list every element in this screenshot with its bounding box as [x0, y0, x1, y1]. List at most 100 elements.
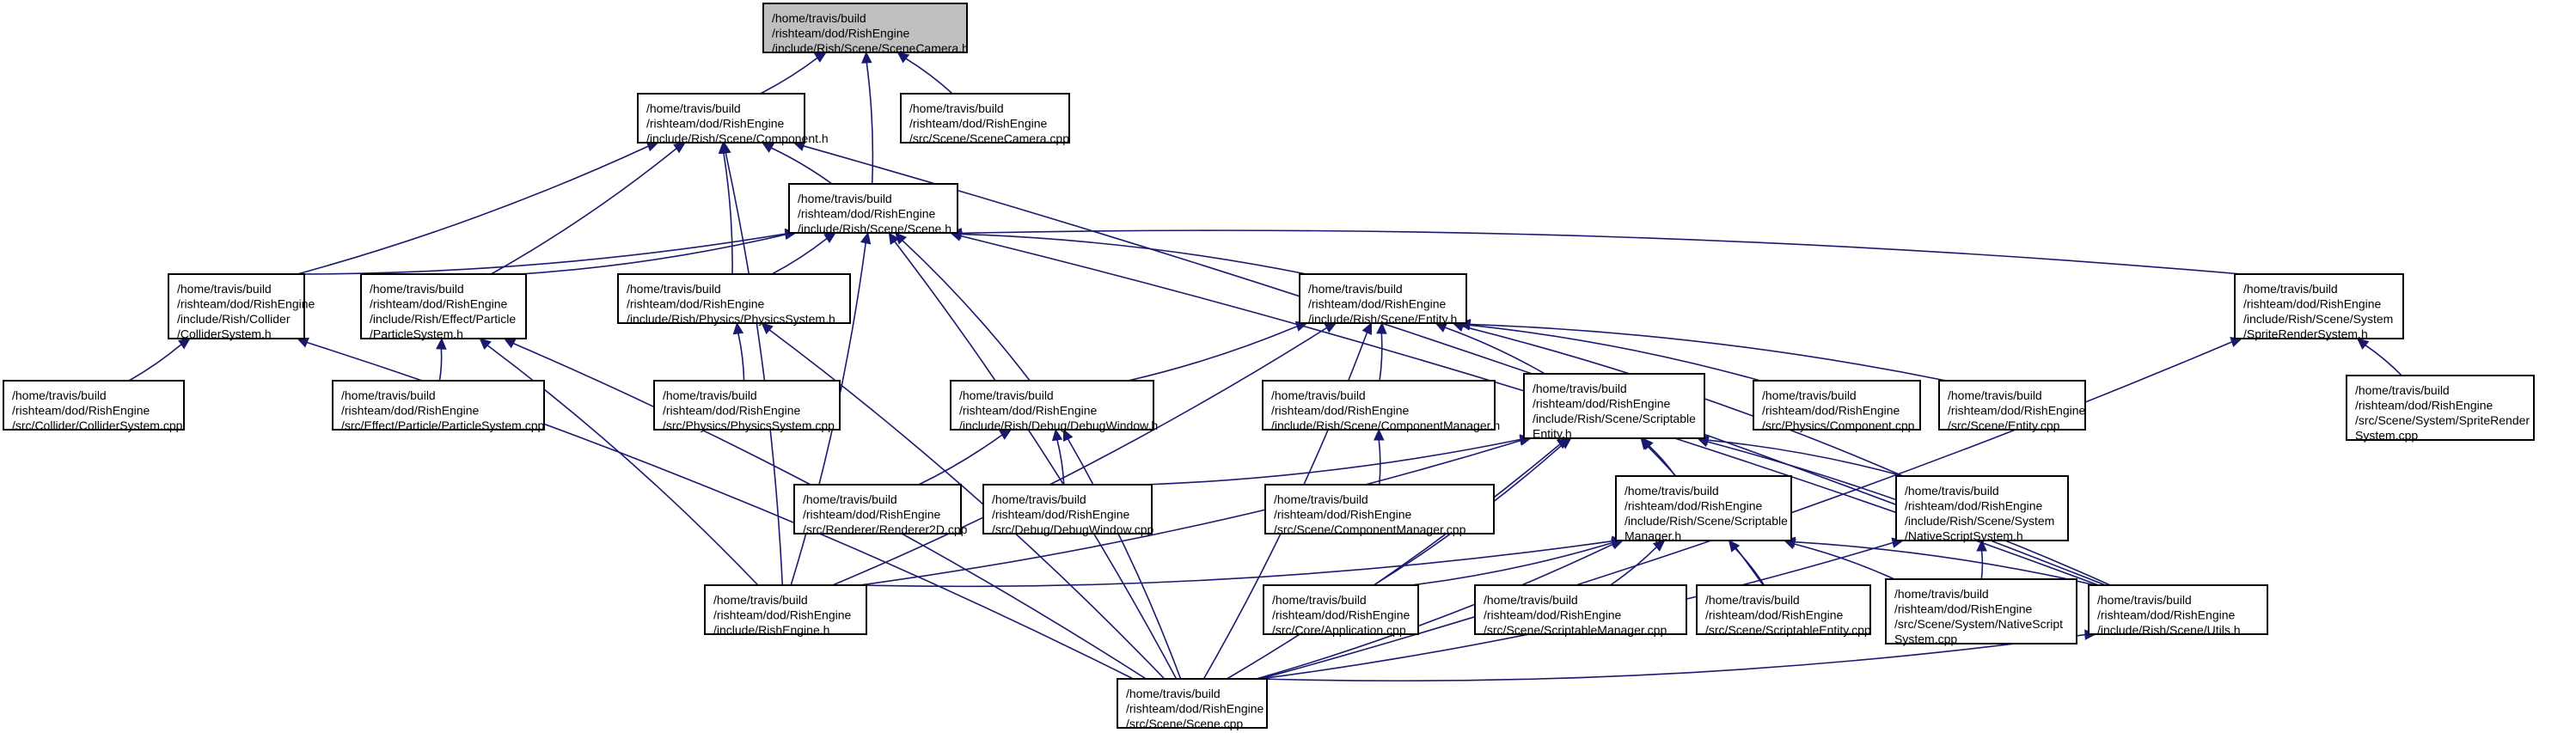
edge-physics-component-cpp-to-entity-h	[1458, 320, 1761, 382]
arrowhead	[861, 51, 872, 64]
node-collidersystem-h[interactable]: /home/travis/build/rishteam/dod/RishEngi…	[168, 273, 315, 341]
node-box	[1895, 475, 2069, 541]
node-label-line: /src/Scene/ScriptableEntity.cpp	[1705, 623, 1871, 637]
node-componentmanager-cpp[interactable]: /home/travis/build/rishteam/dod/RishEngi…	[1264, 484, 1495, 536]
node-physicssystem-h[interactable]: /home/travis/build/rishteam/dod/RishEngi…	[617, 273, 851, 326]
node-label-line: /rishteam/dod/RishEngine	[992, 508, 1130, 522]
node-box	[704, 584, 867, 635]
node-spriterendersystem-cpp[interactable]: /home/travis/build/rishteam/dod/RishEngi…	[2346, 375, 2535, 443]
node-label-line: /rishteam/dod/RishEngine	[1705, 608, 1844, 622]
node-physics-component-cpp[interactable]: /home/travis/build/rishteam/dod/RishEngi…	[1753, 380, 1921, 432]
node-box	[950, 380, 1154, 431]
node-box	[1938, 380, 2086, 431]
node-debugwindow-cpp[interactable]: /home/travis/build/rishteam/dod/RishEngi…	[982, 484, 1154, 536]
node-scriptablemanager-cpp[interactable]: /home/travis/build/rishteam/dod/RishEngi…	[1474, 584, 1687, 637]
node-box	[653, 380, 841, 431]
node-scene-cpp[interactable]: /home/travis/build/rishteam/dod/RishEngi…	[1117, 678, 1268, 730]
node-particlesystem-cpp[interactable]: /home/travis/build/rishteam/dod/RishEngi…	[332, 380, 545, 432]
node-componentmanager-h[interactable]: /home/travis/build/rishteam/dod/RishEngi…	[1262, 380, 1500, 432]
node-label-line: /home/travis/build	[772, 11, 866, 25]
arrowhead	[1556, 437, 1569, 449]
edge-scriptablemanager-cpp-to-scriptablemanager-h	[1610, 540, 1666, 586]
node-label-line: /home/travis/build	[370, 282, 464, 296]
node-scriptableentity-cpp[interactable]: /home/travis/build/rishteam/dod/RishEngi…	[1696, 584, 1871, 637]
edge-scene-cpp-to-debugwindow-h	[1062, 428, 1182, 680]
edge-componentmanager-h-to-entity-h	[1376, 321, 1387, 382]
edge-scene-cpp-to-scriptableentity-h	[1226, 437, 1569, 680]
node-label-line: /src/Renderer/Renderer2D.cpp	[803, 522, 968, 536]
node-label-line: Manager.h	[1625, 529, 1681, 543]
edge-componentmanager-cpp-to-componentmanager-h	[1374, 428, 1385, 486]
node-box	[1696, 584, 1871, 635]
node-label-line: /rishteam/dod/RishEngine	[1625, 499, 1763, 513]
nodes-layer: /home/travis/build/rishteam/dod/RishEngi…	[3, 3, 2535, 730]
node-label-line: /src/Debug/DebugWindow.cpp	[992, 522, 1154, 536]
node-label-line: /rishteam/dod/RishEngine	[1308, 297, 1447, 311]
node-label-line: /rishteam/dod/RishEngine	[1272, 608, 1410, 622]
arrowhead	[720, 141, 731, 155]
node-label-line: /rishteam/dod/RishEngine	[1533, 397, 1671, 411]
node-label-line: /include/Rish/Scene/ComponentManager.h	[1271, 418, 1500, 432]
arrowhead	[1376, 321, 1387, 334]
node-label-line: /src/Scene/System/NativeScript	[1894, 617, 2063, 631]
node-rishengine-h[interactable]: /home/travis/build/rishteam/dod/RishEngi…	[704, 584, 867, 637]
node-scene-h[interactable]: /home/travis/build/rishteam/dod/RishEngi…	[788, 183, 958, 235]
node-utils-h[interactable]: /home/travis/build/rishteam/dod/RishEngi…	[2088, 584, 2268, 637]
edge-renderer2d-cpp-to-debugwindow-h	[918, 429, 1013, 486]
node-label-line: /src/Scene/Scene.cpp	[1126, 717, 1243, 730]
node-label-line: /src/Physics/Component.cpp	[1762, 418, 1915, 432]
arrowhead	[673, 142, 686, 154]
node-component-h[interactable]: /home/travis/build/rishteam/dod/RishEngi…	[637, 93, 829, 145]
edge-physicssystem-cpp-to-physicssystem-h	[732, 321, 745, 382]
node-label-line: Entity.h	[1533, 427, 1572, 441]
node-label-line: /home/travis/build	[992, 492, 1086, 506]
node-spriterendersystem-h[interactable]: /home/travis/build/rishteam/dod/RishEngi…	[2234, 273, 2404, 341]
node-nativescriptsystem-h[interactable]: /home/travis/build/rishteam/dod/RishEngi…	[1895, 475, 2069, 543]
node-label-line: /home/travis/build	[2097, 593, 2192, 607]
node-label-line: /SpriteRenderSystem.h	[2243, 327, 2368, 341]
edge-rishengine-h-to-particlesystem-h	[479, 338, 759, 586]
node-entity-h[interactable]: /home/travis/build/rishteam/dod/RishEngi…	[1299, 273, 1467, 326]
node-application-cpp[interactable]: /home/travis/build/rishteam/dod/RishEngi…	[1263, 584, 1419, 637]
node-label-line: /include/Rish/Scene/Entity.h	[1308, 312, 1457, 326]
node-label-line: /home/travis/build	[1905, 484, 1999, 498]
edge-scriptableentity-h-to-entity-h	[1435, 322, 1545, 375]
node-nativescriptsystem-cpp[interactable]: /home/travis/build/rishteam/dod/RishEngi…	[1885, 578, 2077, 646]
node-label-line: /rishteam/dod/RishEngine	[798, 207, 936, 221]
node-physicssystem-cpp[interactable]: /home/travis/build/rishteam/dod/RishEngi…	[653, 380, 841, 432]
node-box	[1117, 678, 1268, 729]
node-label-line: /home/travis/build	[663, 388, 757, 402]
node-label-line: /rishteam/dod/RishEngine	[370, 297, 508, 311]
edge-spriterendersystem-cpp-to-spriterendersystem-h	[2356, 338, 2402, 376]
node-box	[900, 93, 1070, 144]
node-scriptableentity-h[interactable]: /home/travis/build/rishteam/dod/RishEngi…	[1523, 373, 1705, 441]
node-box	[2346, 375, 2535, 441]
arrowhead	[860, 231, 872, 245]
node-scriptablemanager-h[interactable]: /home/travis/build/rishteam/dod/RishEngi…	[1615, 475, 1792, 543]
node-collidersystem-cpp[interactable]: /home/travis/build/rishteam/dod/RishEngi…	[3, 380, 185, 432]
edge-rishengine-h-to-entity-h	[832, 322, 1337, 586]
node-label-line: /home/travis/build	[1271, 388, 1366, 402]
node-box	[360, 273, 527, 339]
node-debugwindow-h[interactable]: /home/travis/build/rishteam/dod/RishEngi…	[950, 380, 1158, 432]
node-box	[1262, 380, 1496, 431]
node-scenecamera-h[interactable]: /home/travis/build/rishteam/dod/RishEngi…	[762, 3, 969, 55]
node-label-line: /home/travis/build	[1762, 388, 1857, 402]
node-box	[1753, 380, 1921, 431]
arrowhead	[1374, 428, 1385, 441]
node-particlesystem-h[interactable]: /home/travis/build/rishteam/dod/RishEngi…	[360, 273, 527, 341]
node-label-line: /rishteam/dod/RishEngine	[909, 117, 1048, 131]
node-label-line: /include/Rish/Effect/Particle	[370, 312, 516, 326]
node-label-line: /rishteam/dod/RishEngine	[2097, 608, 2236, 622]
node-label-line: /rishteam/dod/RishEngine	[627, 297, 765, 311]
node-label-line: /include/Rish/Scene/System	[1905, 514, 2054, 528]
node-renderer2d-cpp[interactable]: /home/travis/build/rishteam/dod/RishEngi…	[793, 484, 968, 536]
node-box	[1615, 475, 1792, 541]
node-scenecamera-cpp[interactable]: /home/travis/build/rishteam/dod/RishEngi…	[900, 93, 1070, 145]
node-label-line: /rishteam/dod/RishEngine	[341, 404, 480, 418]
node-label-line: /rishteam/dod/RishEngine	[713, 608, 852, 622]
node-entity-cpp[interactable]: /home/travis/build/rishteam/dod/RishEngi…	[1938, 380, 2086, 432]
node-label-line: /home/travis/build	[1274, 492, 1368, 506]
node-label-line: /rishteam/dod/RishEngine	[772, 27, 910, 40]
